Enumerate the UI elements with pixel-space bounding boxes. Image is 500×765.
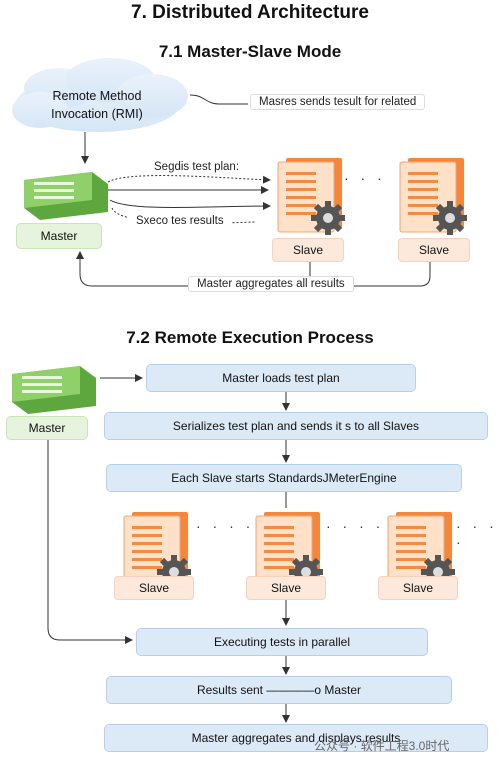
step-load-plan: Master loads test plan — [146, 364, 416, 392]
slave-dots-2b: · · · · — [326, 518, 385, 534]
note-top: Masres sends tesult for related — [250, 94, 426, 110]
step-parallel: Executing tests in parallel — [136, 628, 428, 656]
slave-label-2c: Slave — [378, 576, 458, 600]
slave-icons — [123, 158, 467, 589]
rmi-cloud — [12, 58, 188, 132]
gear-icon — [433, 201, 467, 235]
slave-label-2a: Slave — [114, 576, 194, 600]
page-title: 7. Distributed Architecture — [131, 2, 369, 23]
step-slave-start: Each Slave starts StandardsJMeterEngine — [106, 464, 462, 492]
slave-label-1b: Slave — [398, 238, 470, 262]
watermark: 公众号 · 软件工程3.0时代 — [314, 739, 450, 753]
master-server-icon-1 — [24, 172, 108, 220]
slave-label-2b: Slave — [246, 576, 326, 600]
slave-label-1a: Slave — [272, 238, 344, 262]
slave-doc-icon — [387, 512, 455, 589]
exec-results-label: Sxeco tes results — [128, 214, 232, 228]
step-aggregate-display: Master aggregates and displays results — [104, 724, 488, 752]
slave-doc-icon — [123, 512, 191, 589]
slave-doc-icon — [277, 158, 345, 235]
send-plan-label: Segdis test plan: — [146, 160, 248, 174]
slave-dots-2a: · · · · — [196, 518, 255, 534]
master-server-icon-2 — [12, 366, 96, 414]
step-results-sent: Results sent ――――o Master — [106, 676, 452, 704]
master-label-2: Master — [6, 416, 88, 440]
section1-heading: 7.1 Master-Slave Mode — [158, 42, 342, 61]
slave-dots-2c: · · · · — [456, 518, 498, 550]
rmi-line2: Invocation (RMI) — [51, 107, 143, 121]
slave-doc-icon — [399, 158, 467, 235]
gear-icon — [311, 201, 345, 235]
aggregate-label: Master aggregates all results — [188, 276, 354, 292]
master-label-1: Master — [16, 223, 102, 249]
rmi-line1: Remote Method — [52, 89, 142, 103]
slave-dots-1: · · · — [344, 170, 386, 186]
rmi-label: Remote Method Invocation (RMI) — [32, 87, 162, 123]
step-serialize: Serializes test plan and sends it s to a… — [104, 412, 488, 440]
section2-heading: 7.2 Remote Execution Process — [126, 328, 374, 347]
